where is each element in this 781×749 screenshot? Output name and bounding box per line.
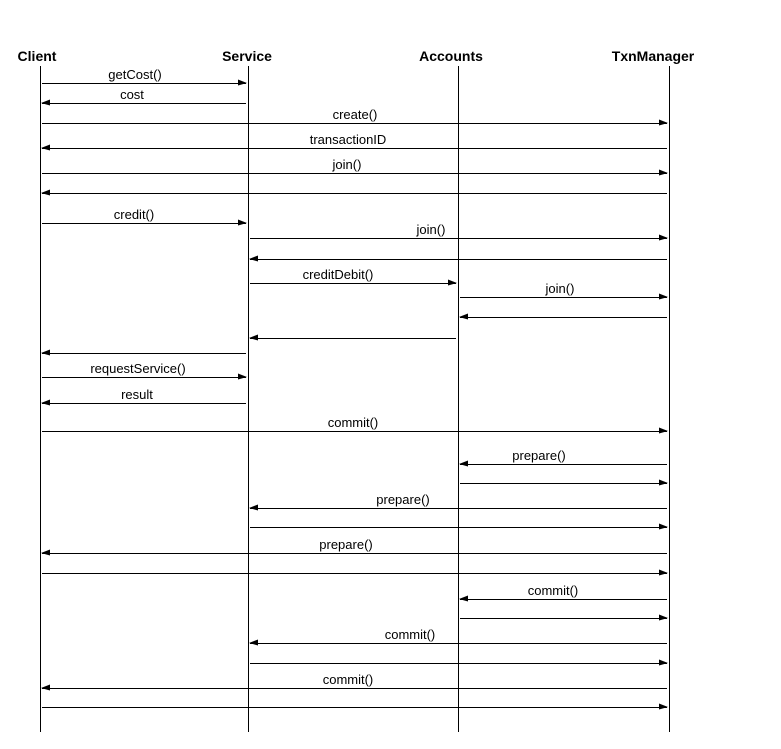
message-label-10: join(): [545, 281, 575, 296]
message-arrowhead-28: [659, 703, 668, 710]
message-label-0: getCost(): [108, 67, 161, 82]
message-label-9: creditDebit(): [303, 267, 374, 282]
message-label-4: join(): [332, 157, 362, 172]
message-label-2: create(): [333, 107, 378, 122]
message-arrowhead-5: [41, 189, 50, 196]
participant-header-service: Service: [222, 48, 272, 64]
message-arrowhead-0: [238, 79, 247, 86]
message-label-21: prepare(): [319, 537, 372, 552]
message-arrowhead-20: [659, 523, 668, 530]
message-arrowhead-25: [249, 639, 258, 646]
message-arrowhead-23: [459, 595, 468, 602]
message-arrowhead-27: [41, 684, 50, 691]
message-label-19: prepare(): [376, 492, 429, 507]
message-arrowhead-8: [249, 255, 258, 262]
message-arrowhead-1: [41, 99, 50, 106]
message-arrowhead-3: [41, 144, 50, 151]
message-arrowhead-17: [459, 460, 468, 467]
message-arrowhead-6: [238, 219, 247, 226]
message-arrowhead-15: [41, 399, 50, 406]
message-label-1: cost: [120, 87, 144, 102]
message-label-23: commit(): [528, 583, 579, 598]
message-label-16: commit(): [328, 415, 379, 430]
message-arrowhead-16: [659, 427, 668, 434]
message-arrowhead-10: [659, 293, 668, 300]
message-arrowhead-4: [659, 169, 668, 176]
message-label-6: credit(): [114, 207, 154, 222]
message-arrowhead-26: [659, 659, 668, 666]
message-arrowhead-14: [238, 373, 247, 380]
participant-header-client: Client: [17, 48, 57, 64]
message-arrowhead-7: [659, 234, 668, 241]
message-arrowhead-22: [659, 569, 668, 576]
message-arrowhead-12: [249, 334, 258, 341]
message-arrowhead-21: [41, 549, 50, 556]
message-label-7: join(): [416, 222, 446, 237]
message-arrowhead-9: [448, 279, 457, 286]
message-label-3: transactionID: [310, 132, 387, 147]
message-arrowhead-13: [41, 349, 50, 356]
message-arrowhead-19: [249, 504, 258, 511]
participant-header-txnmanager: TxnManager: [611, 48, 695, 64]
message-label-14: requestService(): [90, 361, 185, 376]
message-arrowhead-11: [459, 313, 468, 320]
message-label-15: result: [121, 387, 153, 402]
message-label-27: commit(): [323, 672, 374, 687]
message-arrowhead-18: [659, 479, 668, 486]
message-arrowhead-2: [659, 119, 668, 126]
message-arrowhead-24: [659, 614, 668, 621]
participant-header-accounts: Accounts: [419, 48, 483, 64]
message-label-25: commit(): [385, 627, 436, 642]
message-label-17: prepare(): [512, 448, 565, 463]
